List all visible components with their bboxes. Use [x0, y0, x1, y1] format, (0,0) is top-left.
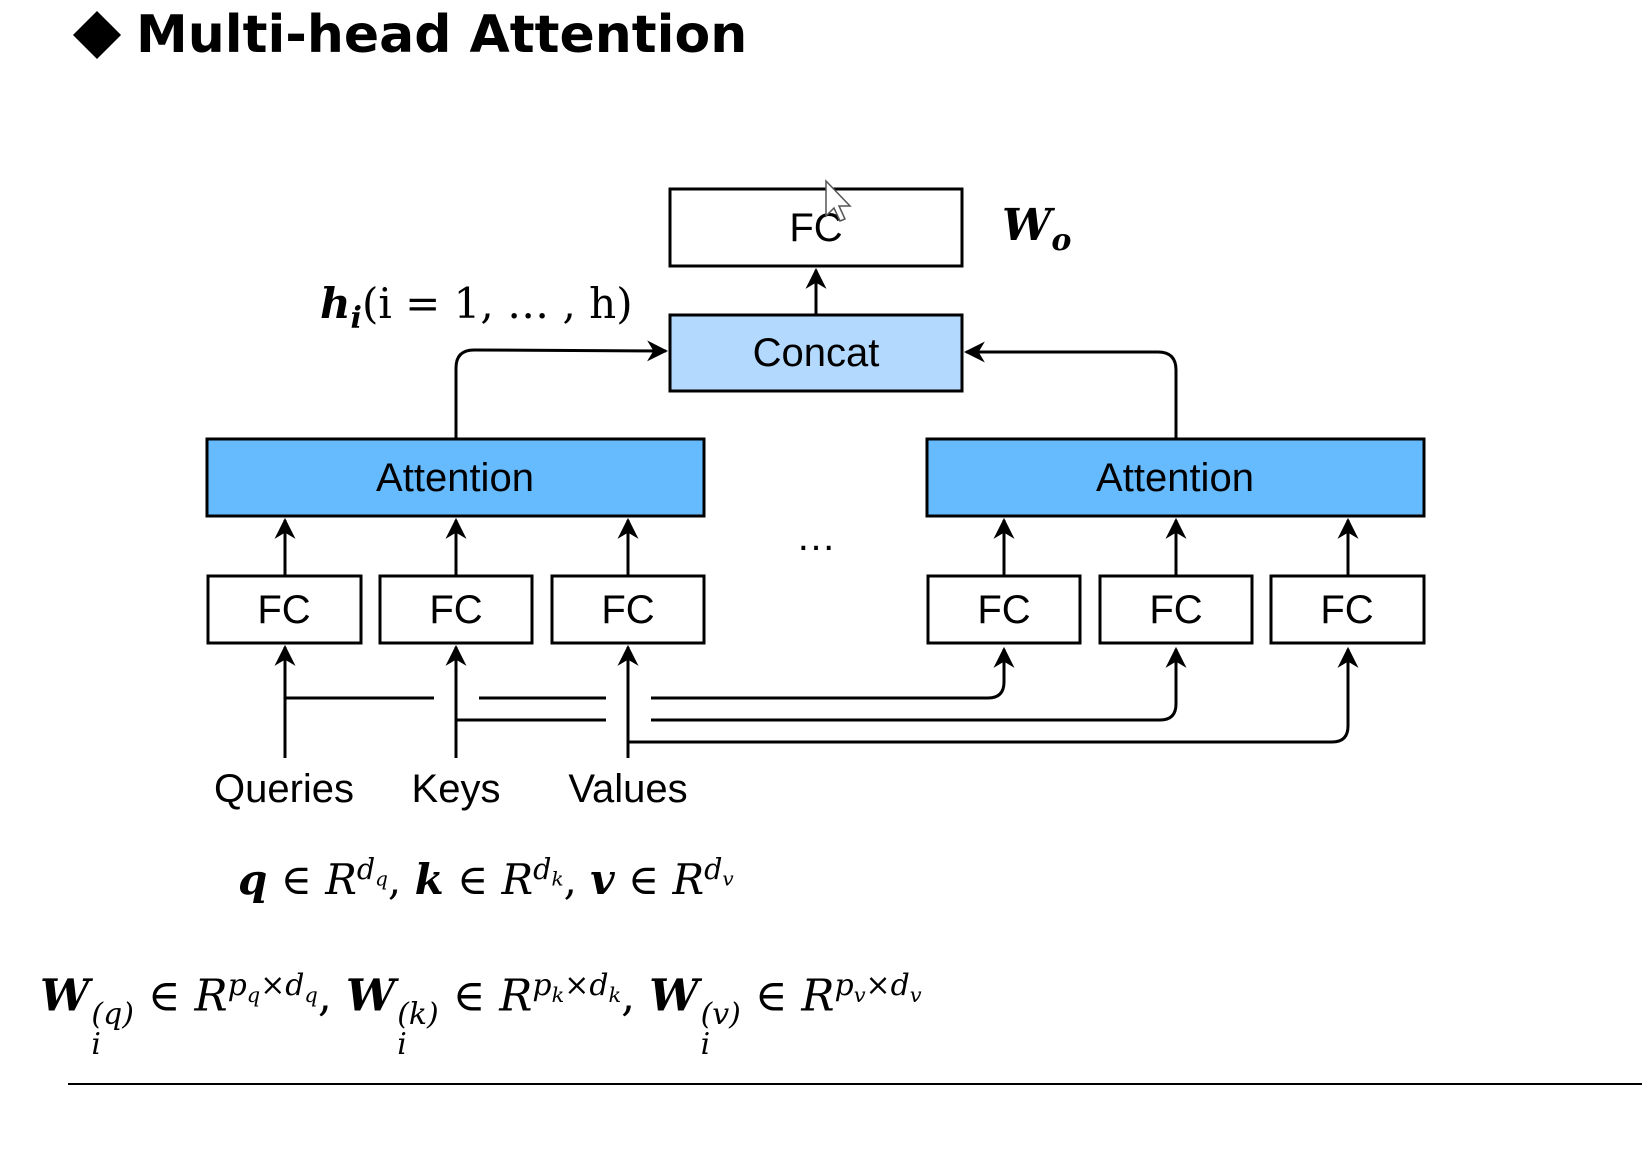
svg-text:hi(i = 1, … , h): hi(i = 1, … , h) [320, 279, 633, 336]
fc-label: FC [1320, 588, 1373, 632]
fc-box-right-value: FC [1269, 574, 1426, 645]
fc-box-left-key: FC [378, 574, 534, 645]
right-attention-to-concat-arrow [963, 341, 1178, 439]
fc-box-right-key: FC [1098, 574, 1254, 645]
output-weight-label: Wo [1002, 200, 1071, 258]
attention-left-label: Attention [376, 456, 534, 500]
head-range: (i = 1, … , h) [362, 279, 633, 328]
fc-to-attention-arrows [274, 517, 1359, 576]
queries-label: Queries [214, 767, 354, 811]
input-to-fc-arrows [274, 644, 639, 758]
head-subscript: i [351, 301, 362, 336]
left-attention-to-concat-arrow [454, 340, 669, 439]
mouse-cursor-icon [825, 179, 852, 222]
output-fc-box: FC [668, 187, 964, 268]
concat-box: Concat [668, 313, 964, 393]
fc-label: FC [1149, 588, 1202, 632]
attention-box-right: Attention [925, 437, 1426, 518]
weight-matrix-formula: W(q)i ∈ Rpq×dq, W(k)i ∈ Rpk×dk, W(v)i ∈ … [40, 968, 922, 1063]
svg-text:Wo: Wo [1002, 200, 1071, 258]
slide-title-text: Multi-head Attention [136, 5, 748, 65]
fc-label: FC [601, 588, 654, 632]
input-routing-lines [285, 646, 1359, 744]
output-fc-label: FC [789, 206, 842, 250]
keys-label: Keys [412, 767, 501, 811]
output-weight-symbol: W [1002, 200, 1056, 251]
fc-box-left-query: FC [206, 574, 363, 645]
head-index-label: hi(i = 1, … , h) [320, 279, 633, 336]
fc-label: FC [429, 588, 482, 632]
concat-label: Concat [753, 331, 880, 375]
heads-ellipsis: … [796, 515, 836, 559]
bottom-divider [68, 1083, 1642, 1085]
fc-box-right-query: FC [926, 574, 1082, 645]
slide-title: Multi-head Attention [72, 2, 747, 68]
attention-right-label: Attention [1096, 456, 1254, 500]
input-dimension-formula: q ∈ Rdq, k ∈ Rdk, v ∈ Rdv [238, 852, 734, 904]
output-weight-subscript: o [1051, 223, 1071, 258]
attention-box-left: Attention [205, 437, 706, 518]
head-symbol: h [320, 279, 351, 328]
fc-label: FC [257, 588, 310, 632]
values-label: Values [568, 767, 687, 811]
fc-label: FC [977, 588, 1030, 632]
fc-box-left-value: FC [550, 574, 706, 645]
